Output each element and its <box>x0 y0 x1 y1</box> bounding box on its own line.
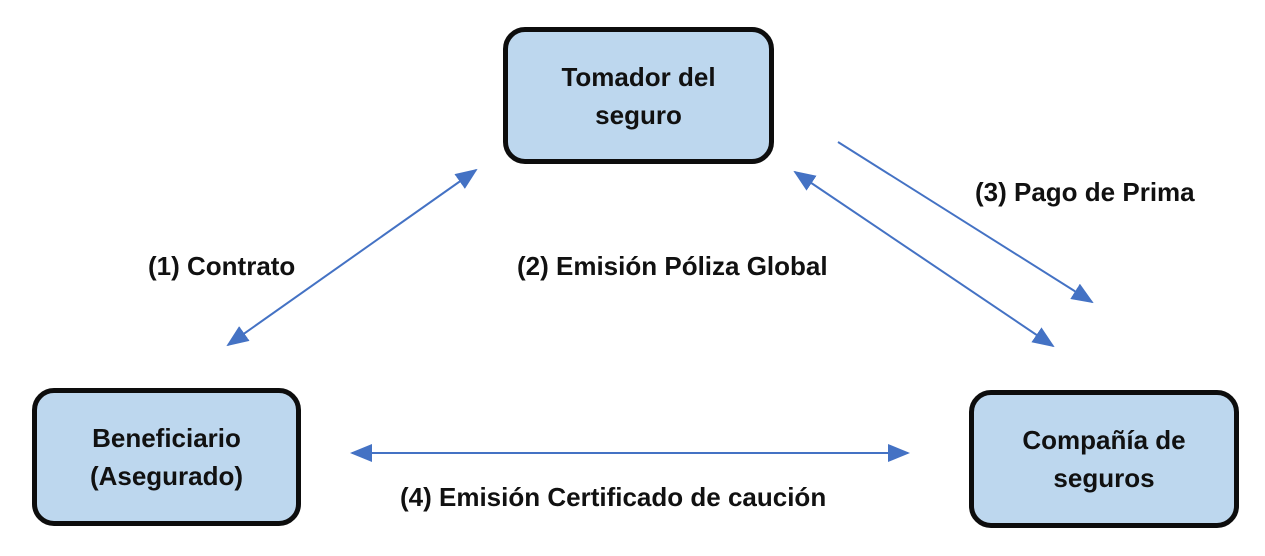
node-beneficiario-label: Beneficiario (Asegurado) <box>89 423 244 491</box>
edge-label-pago-prima: (3) Pago de Prima <box>975 177 1195 207</box>
node-tomador-label: Tomador del seguro <box>561 61 716 130</box>
node-tomador: Tomador del seguro <box>503 27 774 164</box>
edge-label-certificado: (4) Emisión Certificado de caución <box>400 482 827 512</box>
edge-label-contrato: (1) Contrato <box>148 251 296 281</box>
node-beneficiario: Beneficiario (Asegurado) <box>32 388 301 526</box>
node-compania-label: Compañía de seguros <box>1022 425 1186 493</box>
node-compania: Compañía de seguros <box>969 390 1239 528</box>
edge-label-emision-poliza: (2) Emisión Póliza Global <box>517 251 828 281</box>
arrow-pago-prima <box>837 141 1094 304</box>
arrow-contrato <box>226 168 478 347</box>
arrow-emision-poliza <box>793 170 1055 348</box>
